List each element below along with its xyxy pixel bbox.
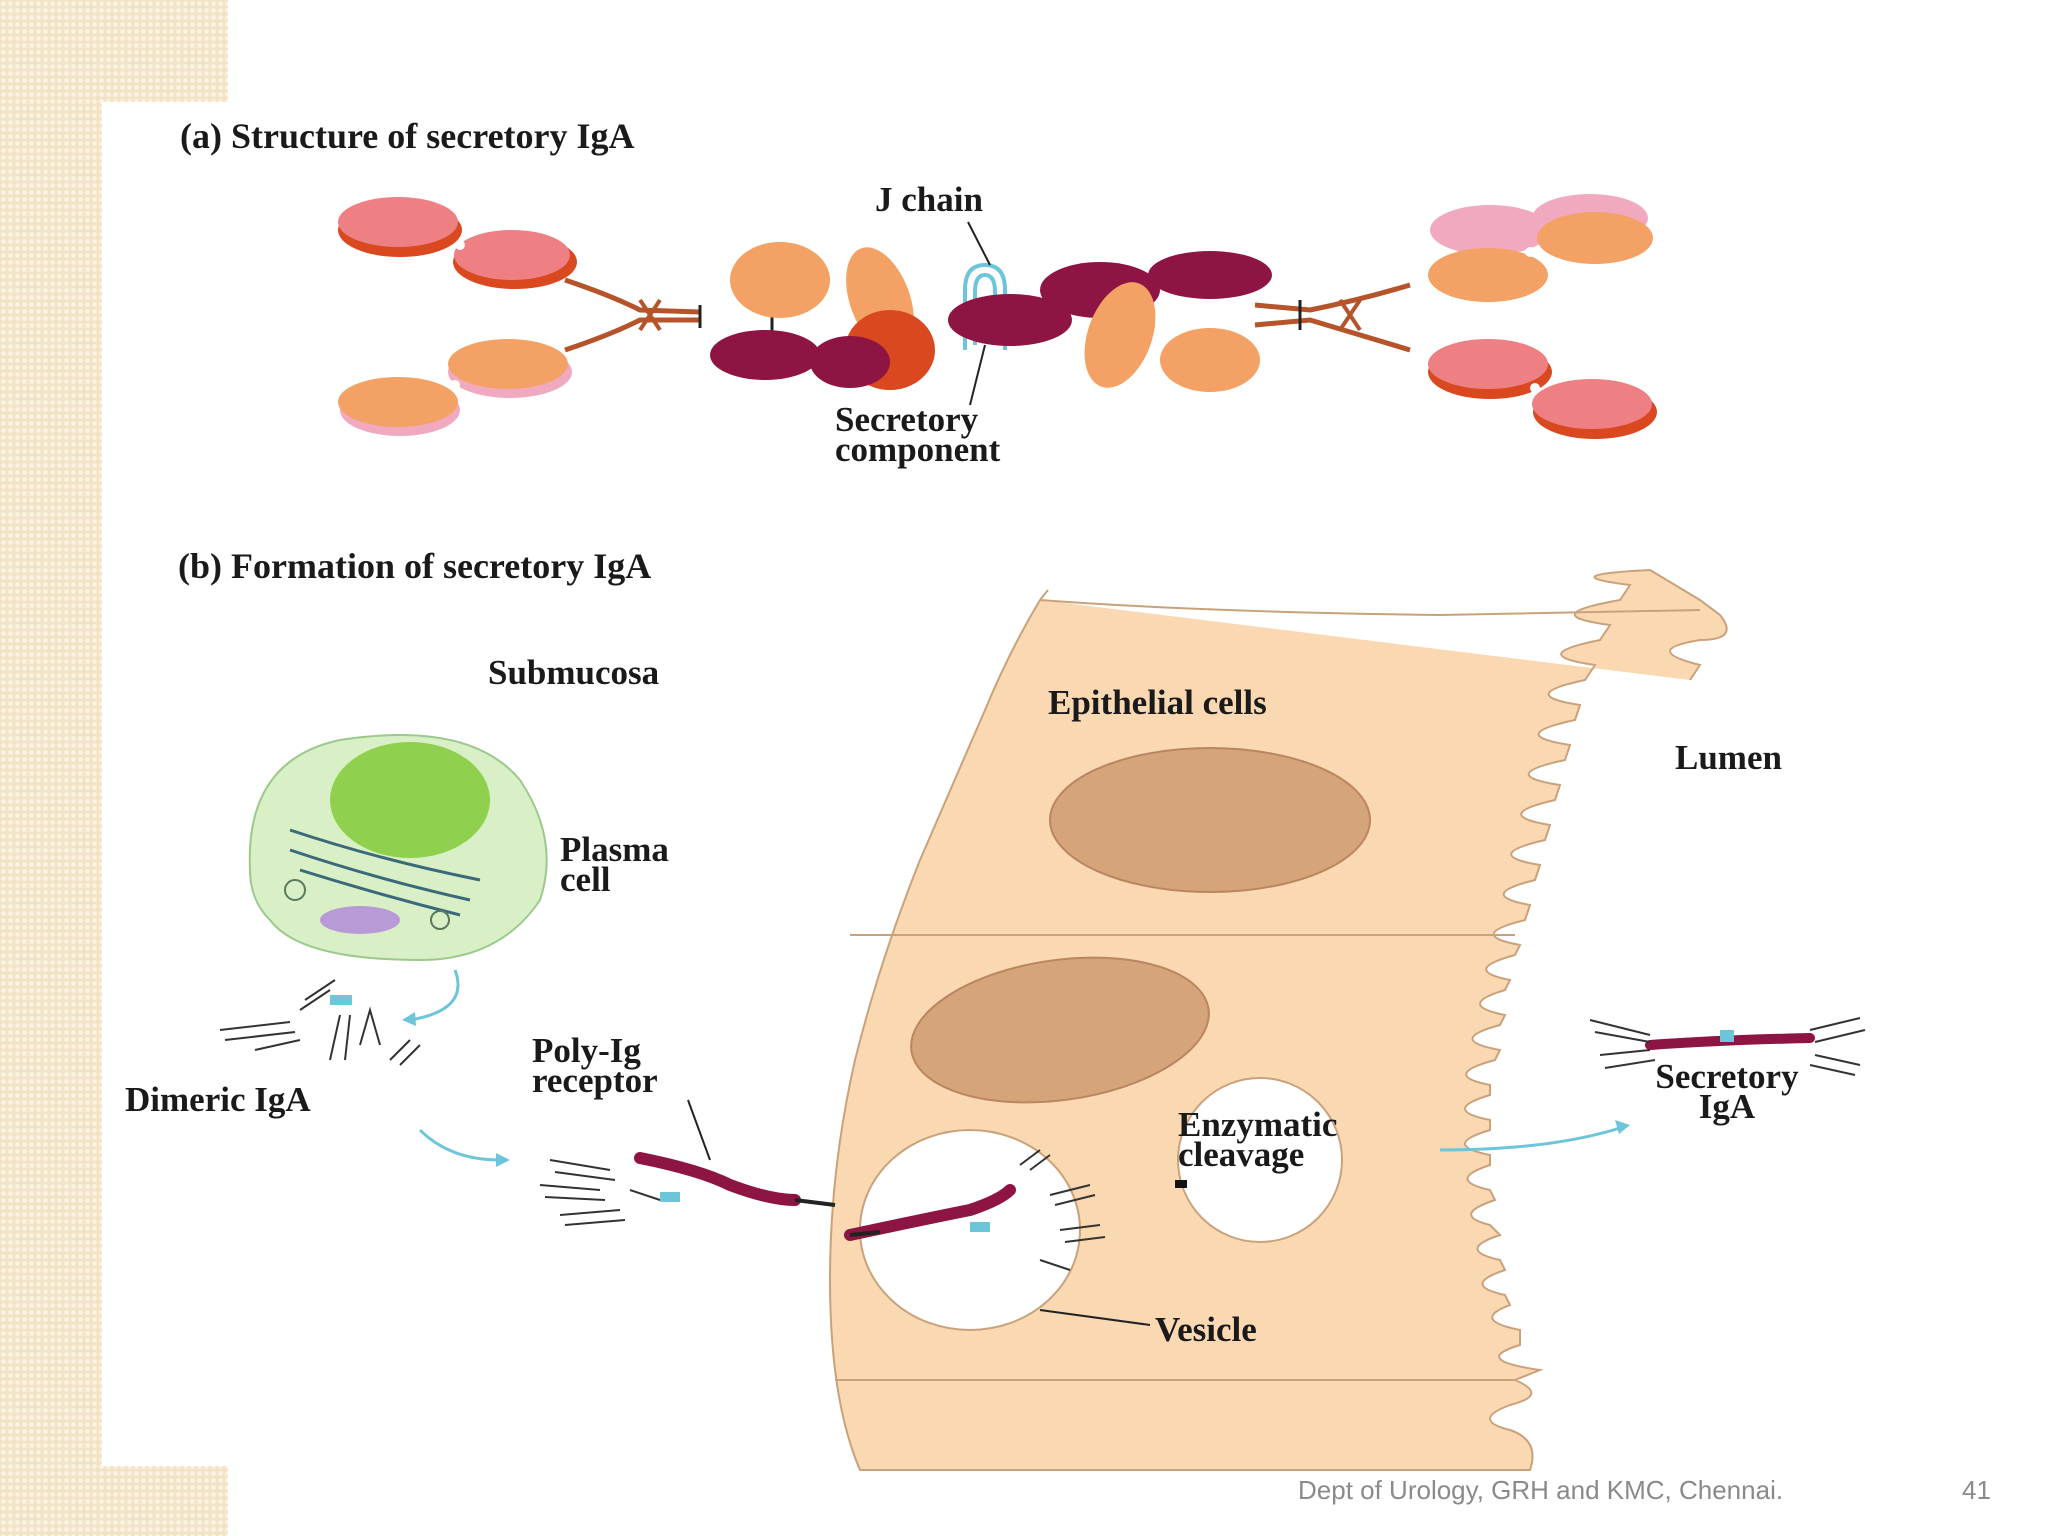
release-arrow: [1439, 1126, 1621, 1152]
left-hinge-icon: [564, 277, 774, 353]
epithelial-nucleus: [1049, 747, 1371, 893]
vesicle-label: Vesicle: [1155, 1310, 1257, 1349]
enzymatic-cleavage-label: Enzymatic cleavage: [1178, 1105, 1338, 1174]
panel-b-title: (b) Formation of secretory IgA: [178, 546, 652, 586]
right-upper-fab-icon: [1428, 194, 1653, 302]
right-lower-fab-icon: [1428, 339, 1657, 439]
cleavage-marker: [1175, 1180, 1187, 1188]
vesicle-iga-icon: [844, 1149, 1151, 1326]
dimeric-iga-label: Dimeric IgA: [125, 1080, 311, 1119]
lumen-label: Lumen: [1675, 738, 1782, 777]
secretion-arrow: [409, 969, 460, 1022]
secretory-component-label: Secretory component: [835, 400, 1001, 469]
footer-credit: Dept of Urology, GRH and KMC, Chennai.: [1298, 1475, 1784, 1505]
panel-a-title: (a) Structure of secretory IgA: [180, 116, 635, 156]
right-fc-icon: [1084, 282, 1260, 392]
page-number: 41: [1962, 1475, 1991, 1505]
right-hinge-icon: [1254, 282, 1411, 353]
epithelial-nucleus: [910, 956, 1210, 1104]
submucosa-label: Submucosa: [488, 653, 660, 692]
j-chain-icon: [963, 262, 1007, 350]
j-chain-label: J chain: [875, 180, 983, 219]
secretory-iga-label: Secretory IgA: [1655, 1057, 1799, 1126]
iga-structure-illustration: [338, 194, 1657, 439]
plasma-cell-illustration: [248, 734, 548, 962]
epithelial-cells-label: Epithelial cells: [1048, 683, 1267, 722]
poly-ig-receptor-label: Poly-Ig receptor: [532, 1031, 658, 1100]
vesicle-shape: [1177, 1077, 1343, 1243]
dimeric-iga-icon: [219, 979, 421, 1066]
plasma-cell-label: Plasma cell: [560, 830, 669, 899]
secretory-iga-icon: [1589, 1017, 1866, 1076]
left-fc-icon: [710, 242, 935, 390]
left-lower-fab-icon: [338, 339, 572, 436]
left-upper-fab-icon: [338, 197, 577, 289]
transport-arrow: [418, 1128, 501, 1162]
poly-ig-receptor-complex-icon: [539, 1099, 836, 1226]
